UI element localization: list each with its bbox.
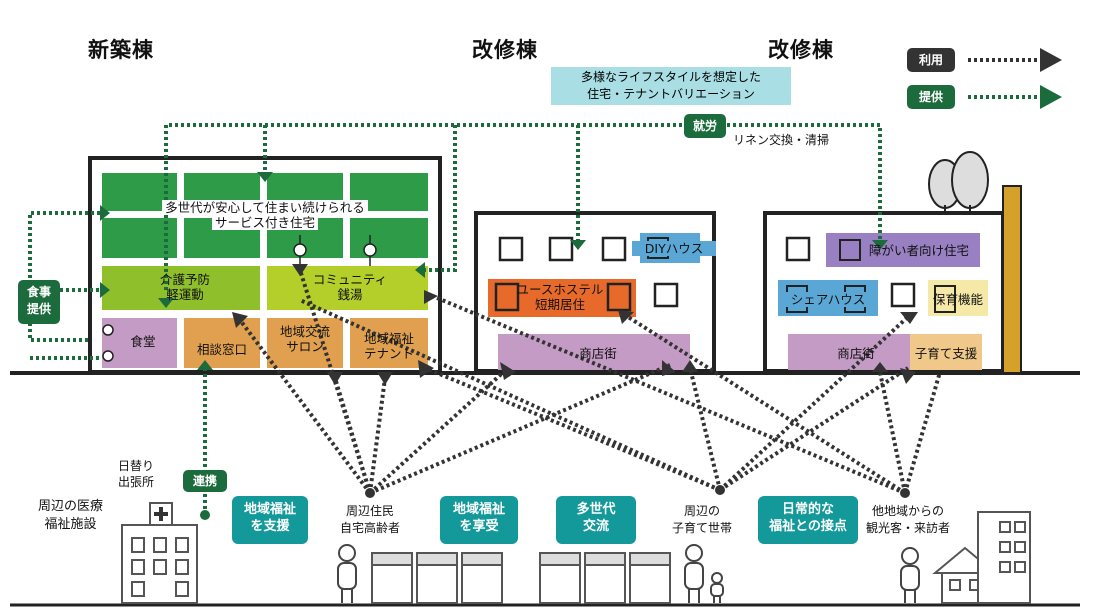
hospital-icon bbox=[121, 502, 198, 604]
families-label: 周辺の 子育て世帯 bbox=[672, 503, 732, 537]
residents-line-2: 自宅高齢者 bbox=[340, 521, 401, 535]
salon-label-line-1: 地域交流 bbox=[279, 324, 330, 339]
parent-child-icon bbox=[684, 544, 724, 603]
medical-line-2: 福祉施設 bbox=[44, 517, 97, 532]
rotation-line-2: 出張所 bbox=[118, 475, 155, 489]
renovated-2-title: 改修棟 bbox=[768, 38, 834, 62]
disabled-window bbox=[839, 239, 861, 261]
hostel-label-line-1: ユースホステル bbox=[516, 282, 604, 297]
tenant-label: 地域福祉 テナント bbox=[350, 331, 428, 361]
consult-area bbox=[184, 318, 260, 368]
hostel-window-left bbox=[494, 282, 520, 312]
diy-label: DIYハウス bbox=[632, 241, 716, 256]
hostel-label-line-2: 短期居住 bbox=[534, 297, 585, 312]
callout-line-2: 住宅・テナントバリエーション bbox=[587, 87, 755, 101]
use-arrows bbox=[238, 269, 942, 495]
visitors-line-1: 他地域からの bbox=[872, 504, 945, 518]
shop-houses-group-2 bbox=[539, 552, 671, 604]
legend-arrows bbox=[968, 48, 1062, 109]
care-area bbox=[102, 266, 260, 310]
rb2-shops-area bbox=[788, 334, 910, 370]
legend-provide-tag: 提供 bbox=[907, 85, 955, 109]
dining-label: 食堂 bbox=[130, 334, 156, 349]
multigen-line-2: 交流 bbox=[582, 519, 609, 534]
rb2-window-mid bbox=[890, 282, 916, 308]
labor-note: リネン交換・清掃 bbox=[733, 133, 830, 147]
support-line-2: を支援 bbox=[250, 519, 290, 534]
community-label: コミュニティ 銭湯 bbox=[305, 272, 395, 302]
house-apartment-icon bbox=[932, 511, 1031, 604]
share-house-label: シェアハウス bbox=[780, 292, 876, 307]
labor-tag: 就労 bbox=[684, 114, 726, 138]
rb2-shops-label: 商店街 bbox=[837, 346, 875, 361]
residents-line-1: 周辺住民 bbox=[346, 504, 395, 518]
care-label-line-1: 介護予防 bbox=[159, 272, 210, 287]
tenant-label-line-2: テナント bbox=[363, 346, 414, 361]
disabled-housing-label: 障がい者向け住宅 bbox=[868, 243, 969, 258]
residents-label: 周辺住民 自宅高齢者 bbox=[340, 503, 400, 537]
salon-label: 地域交流 サロン bbox=[267, 324, 343, 354]
salon-area bbox=[267, 318, 343, 368]
provide-arrows bbox=[28, 123, 882, 515]
community-area bbox=[267, 266, 428, 310]
enjoy-line-1: 地域福祉 bbox=[452, 502, 505, 517]
hostel-label: ユースホステル 短期居住 bbox=[510, 282, 610, 312]
nursery-label: 保育機能 bbox=[932, 292, 983, 307]
support-welfare-box: 地域福祉 を支援 bbox=[232, 496, 308, 544]
pendant-light-icons bbox=[102, 235, 377, 362]
medical-line-1: 周辺の医療 bbox=[38, 499, 104, 514]
community-label-line-2: 銭湯 bbox=[337, 287, 363, 302]
visitors-label: 他地域からの 観光客・来訪者 bbox=[866, 503, 950, 537]
housing-label: 多世代が安心して住まい続けられる サービス付き住宅 bbox=[130, 200, 400, 230]
multigen-line-1: 多世代 bbox=[576, 502, 616, 517]
care-label: 介護予防 軽運動 bbox=[140, 272, 230, 302]
housing-label-line-1: 多世代が安心して住まい続けられる bbox=[162, 200, 368, 215]
dining-area bbox=[102, 318, 177, 368]
rotation-office-label: 日替り 出張所 bbox=[118, 458, 154, 490]
new-building-title: 新築棟 bbox=[88, 38, 154, 62]
visitor-icon bbox=[900, 547, 920, 603]
meal-provide-tag: 食事 提供 bbox=[18, 280, 60, 324]
hostel-window-right bbox=[606, 282, 632, 312]
visitors-line-2: 観光客・来訪者 bbox=[866, 521, 951, 535]
variation-callout: 多様なライフスタイルを想定した 住宅・テナントバリエーション bbox=[551, 67, 791, 105]
person-dots bbox=[200, 485, 910, 520]
support-line-1: 地域福祉 bbox=[243, 502, 296, 517]
cooperation-tag: 連携 bbox=[183, 470, 227, 492]
elderly-person-icon bbox=[337, 544, 357, 603]
child-support-area bbox=[910, 334, 982, 370]
child-support-label: 子育て支援 bbox=[914, 346, 978, 361]
rotation-line-1: 日替り bbox=[118, 459, 155, 473]
tower-column bbox=[1002, 185, 1022, 374]
families-line-2: 子育て世帯 bbox=[672, 521, 733, 535]
daily-welfare-contact-box: 日常的な 福祉との接点 bbox=[758, 496, 858, 544]
rb1-shops-label: 商店街 bbox=[579, 346, 617, 361]
daily-line-2: 福祉との接点 bbox=[769, 519, 847, 534]
meal-tag-line-1: 食事 bbox=[26, 285, 51, 299]
nursery-window bbox=[934, 285, 956, 313]
housing-label-line-2: サービス付き住宅 bbox=[211, 215, 318, 230]
tree-icons bbox=[928, 151, 989, 213]
use-arrowheads bbox=[232, 264, 918, 385]
community-label-line-1: コミュニティ bbox=[312, 272, 388, 287]
renovated-1-title: 改修棟 bbox=[472, 38, 538, 62]
multigenerational-exchange-box: 多世代 交流 bbox=[556, 496, 636, 544]
legend-use-tag: 利用 bbox=[907, 48, 955, 72]
consult-label: 相談窓口 bbox=[196, 342, 247, 357]
meal-tag-line-2: 提供 bbox=[26, 302, 51, 316]
rb1-windows bbox=[498, 236, 679, 308]
callout-line-1: 多様なライフスタイルを想定した bbox=[580, 70, 761, 84]
provide-arrowheads bbox=[100, 172, 888, 370]
salon-label-line-2: サロン bbox=[286, 339, 324, 354]
tenant-label-line-1: 地域福祉 bbox=[363, 331, 414, 346]
enjoy-line-2: を享受 bbox=[459, 519, 499, 534]
shop-houses-group-1 bbox=[371, 552, 503, 604]
enjoy-welfare-box: 地域福祉 を享受 bbox=[440, 496, 518, 544]
rb2-window-top bbox=[785, 236, 811, 262]
medical-facility-label: 周辺の医療 福祉施設 bbox=[38, 498, 103, 534]
care-label-line-2: 軽運動 bbox=[166, 287, 204, 302]
daily-line-1: 日常的な bbox=[781, 502, 834, 517]
families-line-1: 周辺の bbox=[684, 504, 721, 518]
